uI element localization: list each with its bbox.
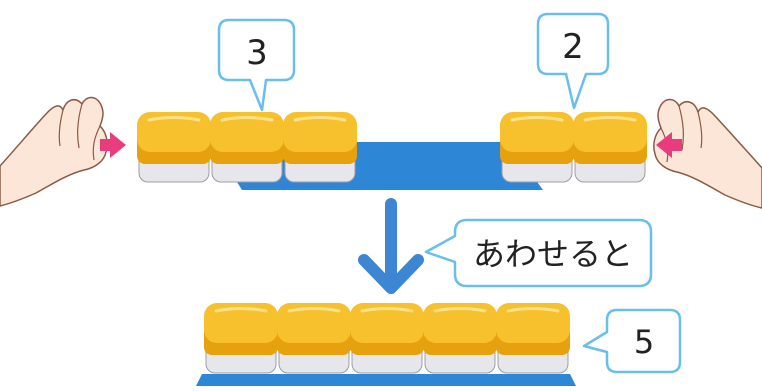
block-tile: [496, 303, 570, 374]
bubble-combine-text: あわせると: [424, 218, 653, 288]
left-count-label: 3: [246, 33, 268, 73]
arrow-right-icon: [100, 132, 126, 158]
arrow-left-icon: [656, 132, 682, 158]
block-tile: [500, 112, 574, 183]
bubble-right-count: 2: [536, 12, 610, 110]
hand-left-icon: [0, 96, 108, 207]
bottom-tray: [196, 374, 576, 386]
bubble-left-count: 3: [217, 18, 296, 112]
result-block-group: [204, 303, 570, 374]
block-tile: [137, 112, 211, 183]
block-tile: [573, 112, 647, 183]
arrow-down-icon: [358, 198, 424, 294]
hand-right-icon: [653, 98, 762, 209]
block-tile: [423, 303, 497, 374]
combine-text-label: あわせると: [473, 235, 633, 273]
result-count-label: 5: [634, 323, 654, 361]
block-tile: [210, 112, 284, 183]
block-tile: [350, 303, 424, 374]
right-block-group: [500, 112, 647, 183]
block-tile: [204, 303, 278, 374]
left-block-group: [137, 112, 357, 183]
bubble-result-count: 5: [582, 308, 682, 374]
right-count-label: 2: [562, 27, 584, 67]
block-tile: [277, 303, 351, 374]
block-tile: [283, 112, 357, 183]
